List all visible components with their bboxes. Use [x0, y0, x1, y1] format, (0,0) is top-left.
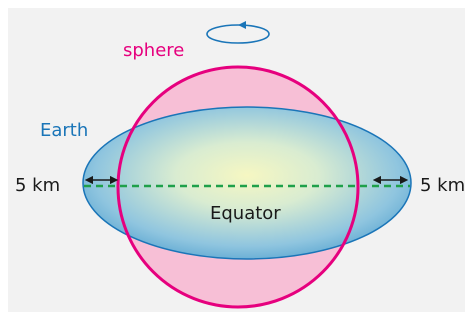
equator-label: Equator	[210, 203, 281, 224]
distance-label-left: 5 km	[15, 175, 60, 196]
earth-label: Earth	[40, 120, 88, 141]
distance-label-right: 5 km	[420, 175, 465, 196]
sphere-label: sphere	[123, 40, 184, 61]
